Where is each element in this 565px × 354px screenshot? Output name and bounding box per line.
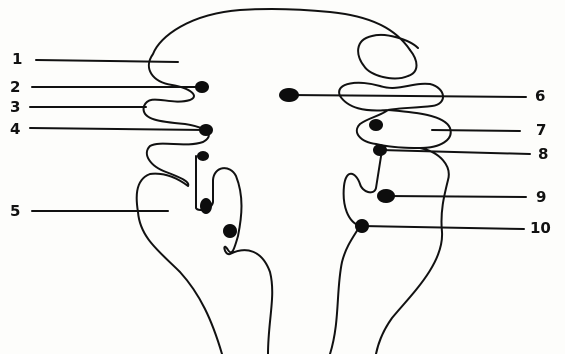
label-10: 10 bbox=[530, 219, 551, 237]
leader-line-1 bbox=[36, 60, 178, 62]
left-outline bbox=[137, 9, 410, 354]
marker-dot-10 bbox=[355, 219, 369, 233]
marker-dot-5b bbox=[223, 224, 237, 238]
marker-dot-4 bbox=[199, 124, 213, 136]
label-8: 8 bbox=[538, 145, 548, 163]
right-outline bbox=[339, 35, 451, 354]
label-9: 9 bbox=[536, 188, 546, 206]
leader-line-6 bbox=[289, 95, 526, 97]
right-inner-fissure bbox=[330, 150, 382, 354]
label-3: 3 bbox=[10, 98, 20, 116]
marker-dot-8 bbox=[373, 144, 387, 156]
marker-dot-9 bbox=[377, 189, 395, 203]
leader-line-4 bbox=[30, 128, 206, 130]
marker-dot-2 bbox=[195, 81, 209, 93]
label-5: 5 bbox=[10, 202, 20, 220]
marker-dot-6 bbox=[279, 88, 299, 102]
label-2: 2 bbox=[10, 78, 20, 96]
markers bbox=[195, 81, 395, 238]
leader-line-8 bbox=[380, 150, 530, 154]
label-6: 6 bbox=[535, 87, 545, 105]
left-inner-fissure bbox=[196, 156, 272, 354]
marker-dot-5 bbox=[200, 198, 212, 214]
marker-dot-4b bbox=[197, 151, 209, 161]
label-1: 1 bbox=[12, 50, 22, 68]
leader-line-10 bbox=[362, 226, 524, 229]
marker-dot-7 bbox=[369, 119, 383, 131]
labels: 1 2 3 4 5 6 7 8 9 10 bbox=[10, 50, 551, 237]
leader-line-7 bbox=[432, 130, 520, 131]
leader-line-9 bbox=[386, 196, 526, 197]
label-7: 7 bbox=[536, 121, 546, 139]
leader-lines bbox=[30, 60, 530, 229]
label-4: 4 bbox=[10, 120, 20, 138]
